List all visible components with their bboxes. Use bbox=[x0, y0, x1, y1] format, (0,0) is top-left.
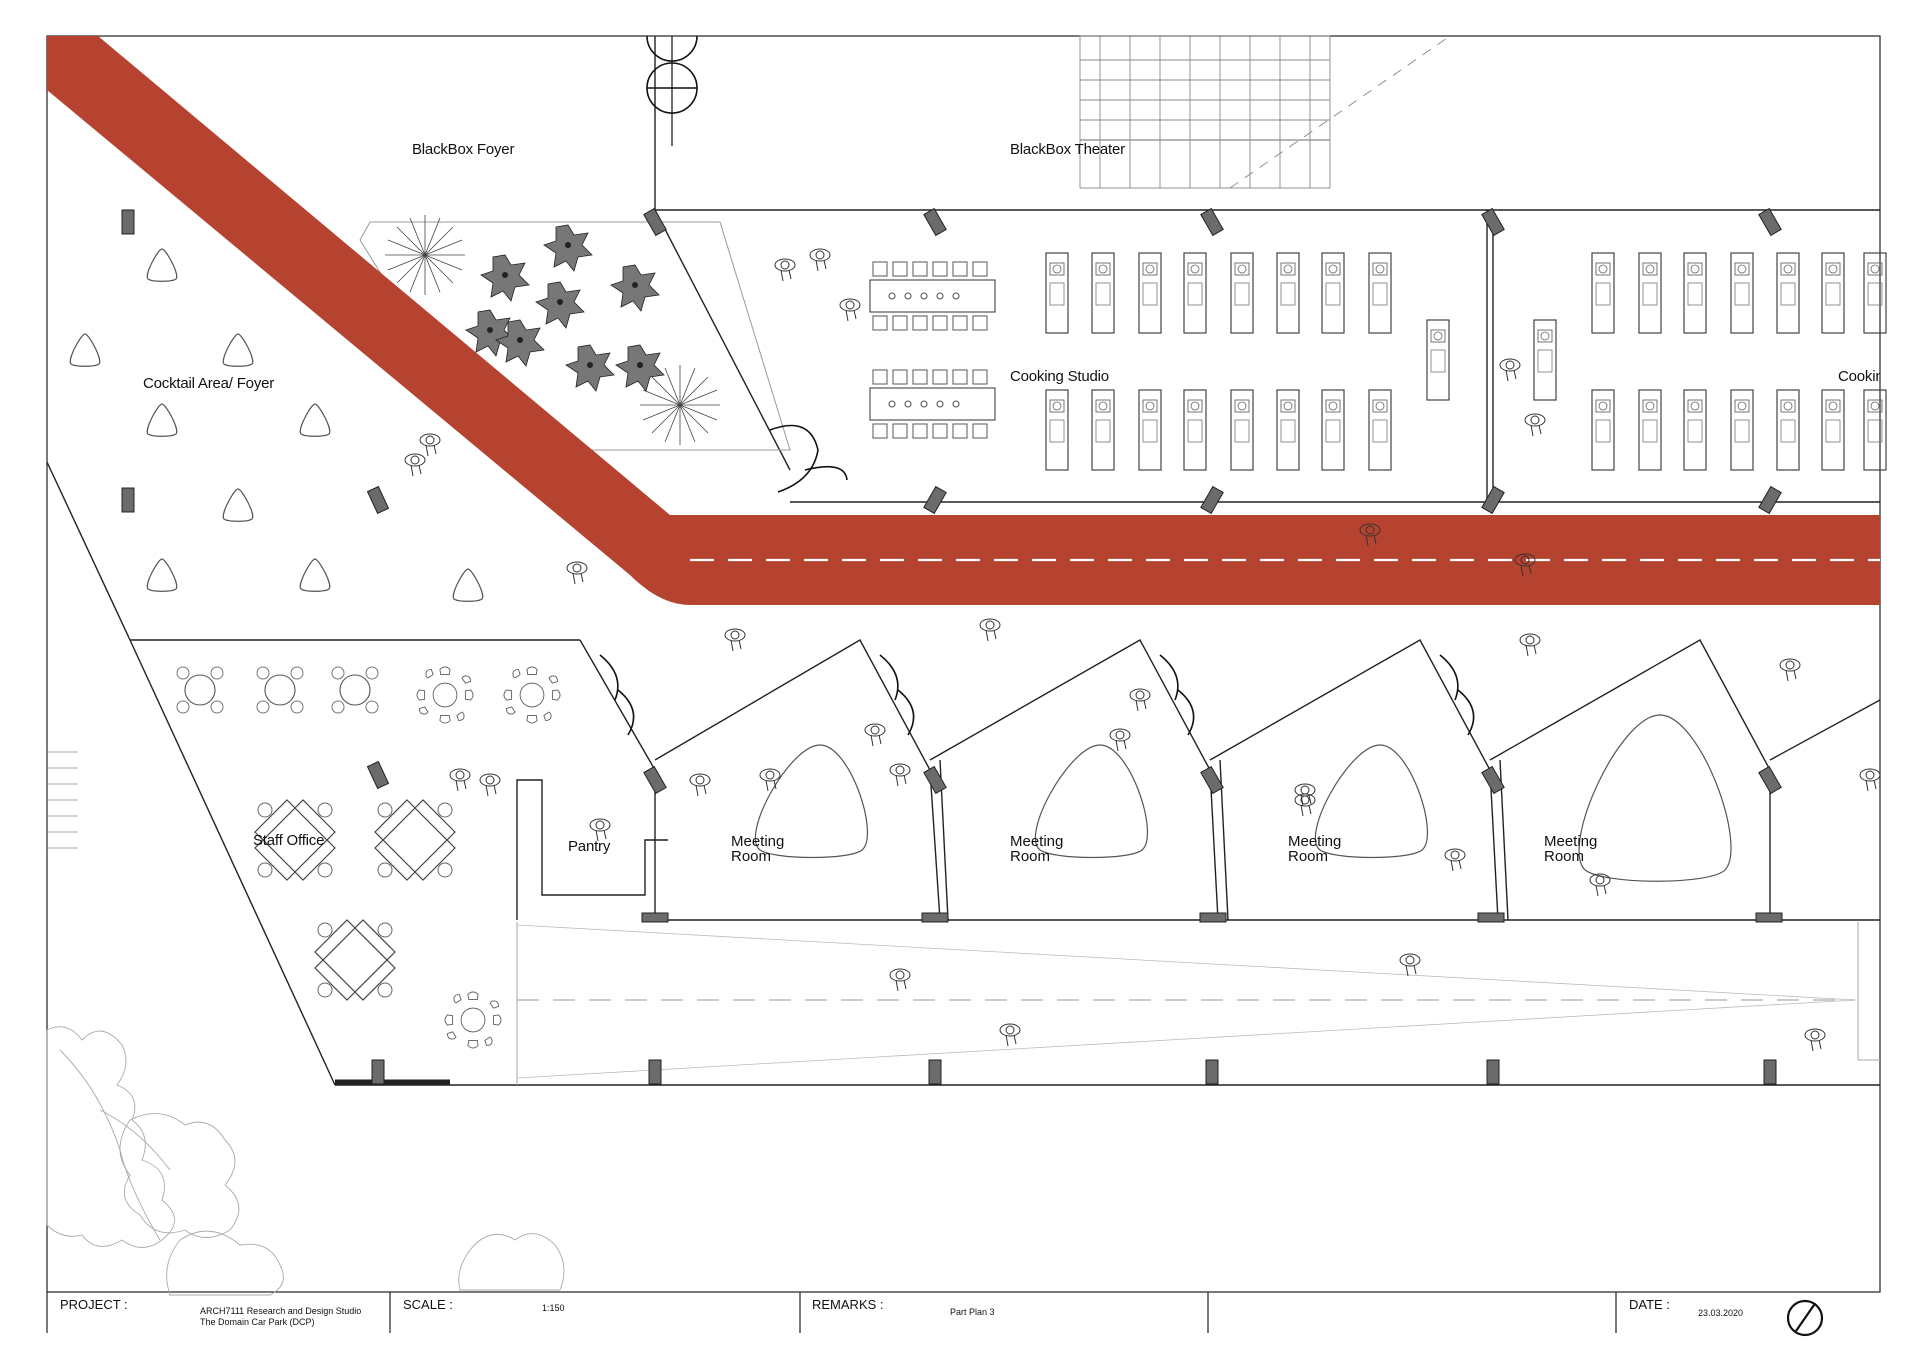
meeting-room-line1: Meeting bbox=[1544, 833, 1598, 850]
meeting-tables bbox=[754, 714, 1732, 882]
meeting-room-line2: Room bbox=[731, 848, 772, 865]
date-value: 23.03.2020 bbox=[1698, 1308, 1744, 1318]
columns bbox=[121, 208, 1783, 1085]
trees bbox=[46, 1026, 565, 1296]
project-line2: The Domain Car Park (DCP) bbox=[200, 1317, 315, 1327]
project-value: ARCH7111 Research and Design Studio The … bbox=[200, 1306, 361, 1328]
remarks-label: REMARKS : bbox=[812, 1297, 884, 1312]
title-block-lines bbox=[46, 1292, 1617, 1333]
left-stair bbox=[47, 751, 78, 849]
cocktail-stools bbox=[69, 248, 484, 602]
north-arrow-icon bbox=[1786, 1299, 1824, 1337]
theater-seating bbox=[1079, 35, 1451, 189]
label-cooking-studio-2: Cookin bbox=[1838, 368, 1880, 385]
walls bbox=[46, 36, 1881, 1086]
date-label: DATE : bbox=[1629, 1297, 1670, 1312]
meeting-room-line2: Room bbox=[1544, 848, 1585, 865]
red-pathway bbox=[47, 36, 1880, 605]
label-meeting-room-4: Meeting Room bbox=[1544, 834, 1597, 864]
label-blackbox-theater: BlackBox Theater bbox=[1010, 141, 1125, 158]
meeting-room-line1: Meeting bbox=[1010, 833, 1064, 850]
cooking-benches bbox=[1045, 252, 1887, 471]
lower-corridor bbox=[516, 924, 1856, 1079]
remarks-value: Part Plan 3 bbox=[950, 1307, 995, 1317]
label-meeting-room-3: Meeting Room bbox=[1288, 834, 1341, 864]
project-label: PROJECT : bbox=[60, 1297, 128, 1312]
scale-value: 1:150 bbox=[542, 1303, 565, 1313]
foyer-double-door bbox=[646, 35, 698, 146]
label-meeting-room-2: Meeting Room bbox=[1010, 834, 1063, 864]
meeting-room-line1: Meeting bbox=[731, 833, 785, 850]
label-cooking-studio: Cooking Studio bbox=[1010, 368, 1109, 385]
label-staff-office: Staff Office bbox=[253, 832, 325, 849]
label-pantry: Pantry bbox=[568, 838, 611, 855]
scale-label: SCALE : bbox=[403, 1297, 453, 1312]
meeting-room-line2: Room bbox=[1010, 848, 1051, 865]
meeting-room-doors bbox=[599, 424, 1475, 736]
label-meeting-room-1: Meeting Room bbox=[731, 834, 784, 864]
meeting-room-line2: Room bbox=[1288, 848, 1329, 865]
label-cocktail-area: Cocktail Area/ Foyer bbox=[143, 375, 275, 392]
project-line1: ARCH7111 Research and Design Studio bbox=[200, 1306, 362, 1316]
dining-tables bbox=[869, 261, 996, 439]
label-blackbox-foyer: BlackBox Foyer bbox=[412, 141, 515, 158]
staff-tables bbox=[176, 666, 561, 1049]
meeting-room-line1: Meeting bbox=[1288, 833, 1342, 850]
